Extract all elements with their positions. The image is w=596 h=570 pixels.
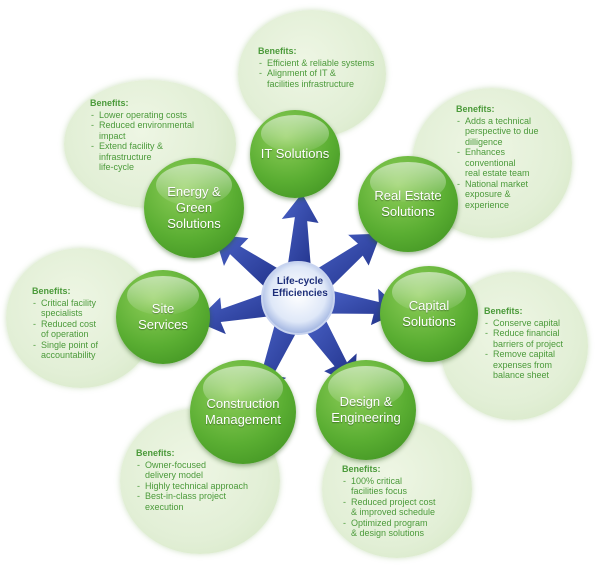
node-energy-green-solutions[interactable]: Energy & Green Solutions — [144, 158, 244, 258]
benefit-item: National market exposure & experience — [456, 179, 564, 211]
benefit-item: Enhances conventional real estate team — [456, 147, 564, 179]
benefit-item: Single point of accountability — [32, 340, 136, 361]
benefits-title: Benefits: — [456, 104, 495, 114]
center-label: Life-cycle Efficiencies — [272, 276, 328, 299]
benefit-item: Adds a technical perspective to due dill… — [456, 116, 564, 148]
benefits-construction-management: Benefits: Owner-focused delivery model H… — [136, 448, 274, 512]
benefits-site-services: Benefits: Critical facility specialists … — [32, 286, 136, 361]
benefits-title: Benefits: — [136, 448, 175, 458]
benefit-item: Reduced environmental impact — [90, 120, 220, 141]
benefits-title: Benefits: — [484, 306, 523, 316]
node-label: Site Services — [138, 301, 188, 332]
benefit-item: Highly technical approach — [136, 481, 274, 492]
benefits-title: Benefits: — [32, 286, 71, 296]
node-capital-solutions[interactable]: Capital Solutions — [380, 266, 478, 362]
benefits-title: Benefits: — [342, 464, 381, 474]
benefit-item: Conserve capital — [484, 318, 586, 329]
benefits-design-engineering: Benefits: 100% critical facilities focus… — [342, 464, 466, 539]
benefit-item: Owner-focused delivery model — [136, 460, 274, 481]
node-design-engineering[interactable]: Design & Engineering — [316, 360, 416, 460]
benefit-item: Optimized program & design solutions — [342, 518, 466, 539]
benefit-item: Extend facility & infrastructure life-cy… — [90, 141, 220, 173]
benefit-item: Reduce financial barriers of project — [484, 328, 586, 349]
benefit-item: Efficient & reliable systems — [258, 58, 386, 69]
node-real-estate-solutions[interactable]: Real Estate Solutions — [358, 156, 458, 252]
node-label: Real Estate Solutions — [374, 188, 442, 219]
benefit-item: Critical facility specialists — [32, 298, 136, 319]
benefits-it-solutions: Benefits: Efficient & reliable systems A… — [258, 46, 386, 89]
benefit-item: Alignment of IT & facilities infrastruct… — [258, 68, 386, 89]
hub-circle — [261, 261, 335, 335]
node-label: Construction Management — [205, 396, 281, 427]
arrow-it-solutions — [278, 190, 322, 273]
benefits-title: Benefits: — [258, 46, 297, 56]
benefits-real-estate-solutions: Benefits: Adds a technical perspective t… — [456, 104, 564, 210]
node-label: Design & Engineering — [331, 394, 401, 425]
benefit-item: Best-in-class project execution — [136, 491, 274, 512]
node-label: Capital Solutions — [402, 298, 456, 329]
benefit-item: Lower operating costs — [90, 110, 220, 121]
benefit-item: Reduced project cost & improved schedule — [342, 497, 466, 518]
benefit-item: Remove capital expenses from balance she… — [484, 349, 586, 381]
benefit-item: Reduced cost of operation — [32, 319, 136, 340]
node-label: Energy & Green Solutions — [167, 184, 221, 231]
benefits-capital-solutions: Benefits: Conserve capital Reduce financ… — [484, 306, 586, 381]
node-it-solutions[interactable]: IT Solutions — [250, 110, 340, 198]
node-label: IT Solutions — [260, 146, 330, 161]
benefits-energy-green-solutions: Benefits: Lower operating costs Reduced … — [90, 98, 220, 173]
benefit-item: 100% critical facilities focus — [342, 476, 466, 497]
benefits-title: Benefits: — [90, 98, 129, 108]
node-site-services[interactable]: Site Services — [116, 270, 210, 364]
node-construction-management[interactable]: Construction Management — [190, 360, 296, 464]
